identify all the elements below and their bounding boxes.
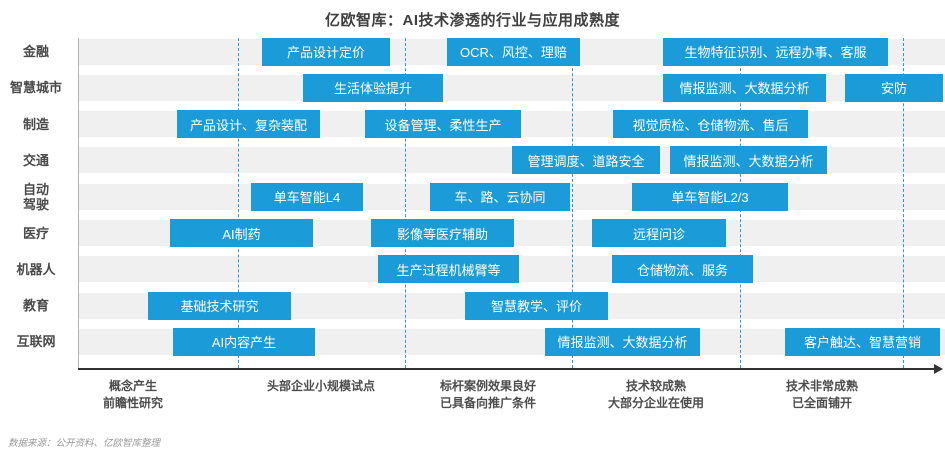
application-box: 影像等医疗辅助 [371, 219, 514, 247]
x-axis-line [78, 368, 936, 370]
application-box: 生活体验提升 [303, 73, 443, 102]
stage-label: 头部企业小规模试点 [266, 379, 376, 393]
stage-divider-line [572, 38, 573, 368]
stage-label: 标杆案例效果良好 已具备向推广条件 [439, 379, 537, 410]
application-box: 安防 [845, 73, 943, 102]
industry-row-label: 智慧城市 [9, 80, 62, 96]
stage-label: 技术较成熟 大部分企业在使用 [607, 379, 705, 410]
chart-title: 亿欧智库：AI技术渗透的行业与应用成熟度 [324, 12, 620, 29]
application-box: 情报监测、大数据分析 [670, 146, 827, 175]
application-box: 单车智能L4 [251, 182, 363, 211]
application-box: 产品设计、复杂装配 [177, 110, 320, 139]
application-box: 仓储物流、服务 [612, 255, 753, 284]
application-box: 情报监测、大数据分析 [545, 327, 700, 356]
stage-divider-line [903, 38, 904, 368]
x-axis-arrowhead-icon [934, 364, 943, 374]
industry-row-label: 医疗 [22, 225, 49, 241]
industry-row-label: 金融 [22, 44, 49, 59]
industry-row-label: 制造 [22, 116, 49, 132]
application-box: AI制药 [170, 219, 313, 247]
industry-row-label: 教育 [22, 298, 49, 314]
industry-row-label: 自动 驾驶 [22, 181, 49, 212]
application-box: 生产过程机械臂等 [378, 255, 519, 284]
application-box: 视觉质检、仓储物流、售后 [613, 110, 808, 139]
stage-divider-line [405, 38, 406, 368]
application-box: 基础技术研究 [148, 291, 291, 320]
application-box: 设备管理、柔性生产 [365, 110, 521, 139]
application-box: 生物特征识别、远程办事、客服 [663, 37, 888, 66]
application-box: 管理调度、道路安全 [512, 146, 660, 175]
source-note: 数据来源：公开资料、亿欧智库整理 [8, 438, 161, 449]
stage-divider-line [238, 38, 239, 368]
application-box: 智慧教学、评价 [465, 291, 608, 320]
application-box: 产品设计定价 [262, 37, 390, 66]
y-axis-line [78, 38, 79, 368]
application-box: OCR、风控、理赔 [447, 37, 580, 66]
application-box: AI内容产生 [173, 327, 315, 356]
industry-row-label: 互联网 [16, 334, 56, 350]
stage-label: 概念产生 前瞻性研究 [102, 379, 164, 410]
application-box: 单车智能L2/3 [632, 182, 788, 211]
industry-row-label: 交通 [22, 152, 49, 168]
application-box: 车、路、云协同 [430, 182, 570, 211]
application-box: 远程问诊 [592, 219, 726, 247]
application-box: 情报监测、大数据分析 [663, 73, 826, 102]
application-box: 客户触达、智慧营销 [785, 327, 940, 356]
industry-row-label: 机器人 [16, 261, 56, 277]
stage-label: 技术非常成熟 已全面铺开 [785, 379, 859, 410]
